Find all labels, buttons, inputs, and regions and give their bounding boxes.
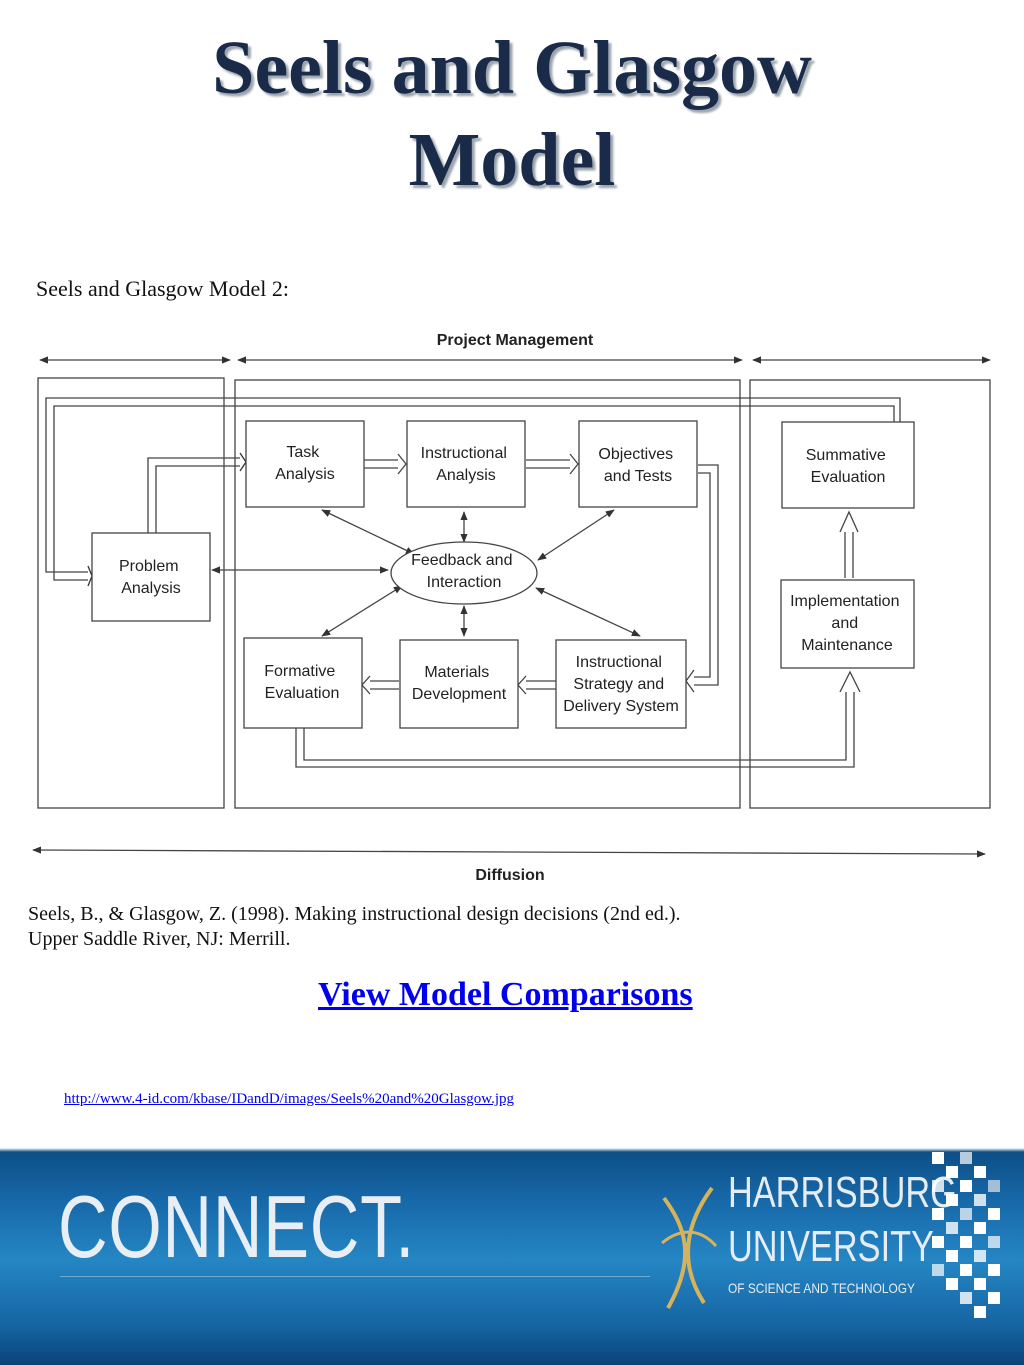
- connector-instructional-objectives: [526, 453, 579, 475]
- text-objectives-tests: Objectives and Tests: [598, 446, 677, 485]
- text-summative-evaluation: Summative Evaluation: [806, 447, 890, 486]
- box-task-analysis: [245, 420, 365, 508]
- text-objectives-tests-line1: Objectives: [598, 446, 673, 463]
- text-materials-development-line1: Materials: [424, 664, 489, 681]
- page-title-line2: Model: [408, 118, 616, 202]
- text-formative-evaluation-line1: Formative: [264, 663, 335, 680]
- label-diffusion: Diffusion: [475, 867, 544, 884]
- university-name-line2: UNIVERSITY: [728, 1222, 934, 1271]
- citation: Seels, B., & Glasgow, Z. (1998). Making …: [28, 902, 681, 952]
- source-url-link[interactable]: http://www.4-id.com/kbase/IDandD/images/…: [64, 1091, 515, 1107]
- citation-line2: Upper Saddle River, NJ: Merrill.: [28, 928, 291, 950]
- feedback-arrow-objectives: [537, 509, 615, 561]
- text-task-analysis-line2: Analysis: [275, 466, 335, 483]
- page-title: Seels and Glasgow Model: [0, 22, 1024, 206]
- feedback-arrow-task: [321, 509, 415, 555]
- box-summative-evaluation: [781, 421, 915, 509]
- text-instructional-strategy-line2: Strategy and: [573, 676, 664, 693]
- view-model-comparisons-link[interactable]: View Model Comparisons: [318, 976, 693, 1013]
- connector-strategy-materials: [517, 675, 556, 695]
- connector-problem-task-b: [155, 465, 240, 533]
- text-feedback-interaction-line1: Feedback and: [411, 552, 512, 569]
- panel-left: [37, 377, 225, 809]
- text-instructional-strategy-line1: Instructional: [576, 654, 662, 671]
- span-arrow-bottom: [32, 846, 986, 858]
- connector-implementation-summative: [839, 510, 859, 578]
- connector-loop-inner: [53, 405, 895, 581]
- panel-right: [749, 379, 991, 809]
- text-problem-analysis-line2: Analysis: [121, 580, 181, 597]
- text-formative-evaluation: Formative Evaluation: [264, 663, 340, 702]
- connector-problem-task-a: [147, 457, 240, 533]
- connector-task-instructional: [364, 453, 407, 475]
- box-instructional-analysis: [406, 420, 526, 508]
- text-task-analysis: Task Analysis: [275, 444, 335, 483]
- pixel-pattern-decoration: [932, 1152, 1000, 1318]
- seels-glasgow-diagram: Project Management Diffusion Problem Ana…: [32, 332, 991, 884]
- box-instructional-strategy: [555, 639, 687, 729]
- page-title-line1: Seels and Glasgow: [212, 26, 812, 110]
- text-problem-analysis-line1: Problem: [119, 558, 179, 575]
- connector-loop-outer: [45, 397, 901, 573]
- banner-tagline: CONNECT.: [58, 1177, 416, 1276]
- feedback-arrow-formative: [321, 585, 403, 637]
- banner-divider: [60, 1276, 650, 1277]
- text-formative-evaluation-line2: Evaluation: [265, 685, 340, 702]
- box-objectives-tests: [578, 420, 698, 508]
- text-feedback-interaction-line2: Interaction: [427, 574, 502, 591]
- diagram-caption: Seels and Glasgow Model 2:: [36, 276, 289, 301]
- text-objectives-tests-line2: and Tests: [604, 468, 672, 485]
- text-instructional-strategy: Instructional Strategy and Delivery Syst…: [563, 654, 679, 715]
- text-instructional-strategy-line3: Delivery System: [563, 698, 679, 715]
- text-summative-evaluation-line1: Summative: [806, 447, 886, 464]
- panel-middle: [234, 379, 741, 809]
- box-problem-analysis: [91, 532, 211, 622]
- text-task-analysis-line1: Task: [286, 444, 320, 461]
- box-feedback-interaction: [390, 541, 538, 605]
- text-materials-development-line2: Development: [412, 686, 507, 703]
- text-implementation-maintenance: Implementation and Maintenance: [790, 593, 904, 654]
- text-instructional-analysis: Instructional Analysis: [421, 445, 512, 484]
- connector-formative-implementation: [295, 670, 861, 768]
- box-formative-evaluation: [243, 637, 363, 729]
- text-implementation-maintenance-line2: and: [831, 615, 858, 632]
- university-name-line1: HARRISBURG: [728, 1168, 957, 1217]
- text-instructional-analysis-line1: Instructional: [421, 445, 507, 462]
- university-logo-mark: [661, 1186, 718, 1309]
- connector-materials-formative: [361, 675, 399, 695]
- feedback-arrow-strategy: [535, 587, 641, 637]
- text-materials-development: Materials Development: [412, 664, 507, 703]
- box-materials-development: [399, 639, 519, 729]
- text-problem-analysis: Problem Analysis: [119, 558, 183, 597]
- citation-line1: Seels, B., & Glasgow, Z. (1998). Making …: [28, 903, 681, 925]
- box-implementation-maintenance: [780, 579, 915, 669]
- text-feedback-interaction: Feedback and Interaction: [411, 552, 517, 591]
- text-instructional-analysis-line2: Analysis: [436, 467, 496, 484]
- arrowhead-task: [239, 452, 247, 472]
- text-implementation-maintenance-line3: Maintenance: [801, 637, 893, 654]
- text-summative-evaluation-line2: Evaluation: [811, 469, 886, 486]
- label-project-management: Project Management: [437, 332, 594, 349]
- text-implementation-maintenance-line1: Implementation: [790, 593, 899, 610]
- university-name-line3: OF SCIENCE AND TECHNOLOGY: [728, 1280, 915, 1296]
- footer-banner: [0, 1130, 1024, 1365]
